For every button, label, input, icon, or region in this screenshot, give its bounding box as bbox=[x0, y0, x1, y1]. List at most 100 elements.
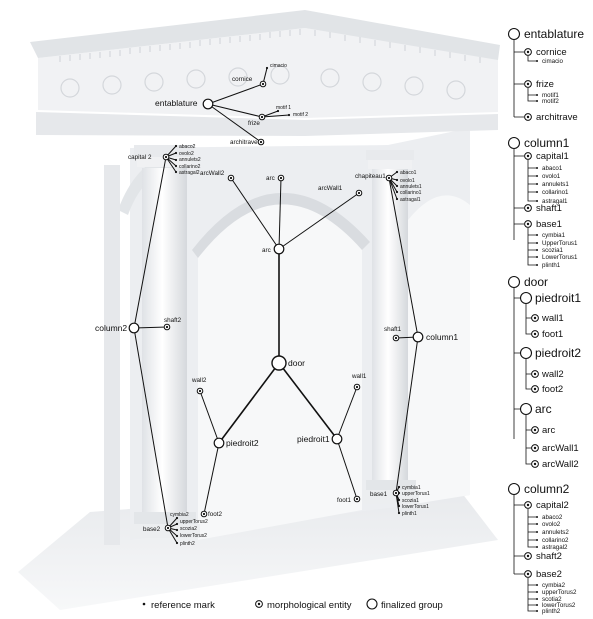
overlay-label-lowertorus1: lowerTorus1 bbox=[402, 504, 429, 510]
node-piedroit2 bbox=[213, 437, 225, 449]
overlay-label-column1: column1 bbox=[426, 332, 458, 342]
entity-nodes bbox=[162, 80, 400, 532]
tree-label-base1: base1 bbox=[536, 219, 562, 230]
node-column1 bbox=[412, 331, 424, 343]
overlay-label-architrave: architrave bbox=[230, 139, 258, 146]
column-left-torus bbox=[134, 512, 196, 524]
overlay-label-base1: base1 bbox=[370, 491, 388, 498]
tree-label-arc: arc bbox=[542, 425, 555, 436]
tree-label-ovolo2: ovolo2 bbox=[542, 521, 561, 528]
node-entablature bbox=[202, 98, 214, 110]
column-right-capital bbox=[368, 160, 412, 169]
overlay-label-shaft1: shaft1 bbox=[384, 326, 402, 333]
column-left-plinth bbox=[130, 524, 200, 538]
entity-node-centers bbox=[164, 82, 398, 530]
column-left-capital bbox=[137, 157, 191, 167]
tree-label-collarino2: collarino2 bbox=[542, 537, 569, 544]
node-column2 bbox=[128, 322, 140, 334]
overlay-label-motif1: motif 1 bbox=[276, 105, 291, 111]
reference-marks bbox=[174, 66, 401, 545]
column-right-abacus bbox=[366, 150, 414, 160]
overlay-label-arcwall1: arcWall1 bbox=[318, 185, 343, 192]
overlay-label-cymbia1: cymbia1 bbox=[402, 485, 421, 491]
arch-intrados bbox=[192, 192, 370, 258]
column-left-abacus bbox=[134, 145, 194, 157]
overlay-label-plinth2: plinth2 bbox=[180, 541, 195, 547]
tree-label-cimacio: cimacio bbox=[542, 58, 564, 65]
overlay-label-collarino1: collarino1 bbox=[400, 190, 422, 196]
tree-label-cornice: cornice bbox=[536, 47, 567, 58]
tree-label-shaft2: shaft2 bbox=[536, 551, 562, 562]
tree-label-capital1: capital1 bbox=[536, 151, 569, 162]
tree-label-shaft1: shaft1 bbox=[536, 203, 562, 214]
tree-label-base2: base2 bbox=[536, 569, 562, 580]
overlay-label-ovolo2: ovolo2 bbox=[179, 151, 194, 157]
tree-label-annulets2: annulets2 bbox=[542, 529, 569, 536]
graph-nodes bbox=[128, 66, 424, 545]
tree-label-arcwall2: arcWall2 bbox=[542, 459, 579, 470]
arch-opening-right bbox=[408, 195, 470, 505]
tree-label-capital2: capital2 bbox=[536, 500, 569, 511]
tree-label-abaco1: abaco1 bbox=[542, 165, 563, 172]
architecture-render bbox=[18, 10, 500, 610]
overlay-label-abaco1: abaco1 bbox=[400, 170, 417, 176]
overlay-label-foot1: foot1 bbox=[337, 497, 352, 504]
tree-label-motif2: motif2 bbox=[542, 98, 559, 105]
tree-label-abaco2: abaco2 bbox=[542, 514, 563, 521]
overlay-label-frize: frize bbox=[248, 120, 260, 127]
overlay-label-foot2: foot2 bbox=[208, 511, 223, 518]
overlay-label-entablature: entablature bbox=[155, 98, 198, 108]
legend-reference-mark-icon bbox=[142, 602, 146, 606]
tree-label-arc-group: arc bbox=[535, 402, 552, 416]
tree-label-uppertorus2: upperTorus2 bbox=[542, 589, 577, 596]
graph-labels: entablature cornice cimacio frize motif … bbox=[95, 63, 458, 547]
overlay-label-capital2: capital 2 bbox=[128, 154, 152, 161]
overlay-label-annulets1: annulets1 bbox=[400, 184, 422, 190]
tree-label-column2: column2 bbox=[524, 482, 570, 496]
overlay-label-plinth1: plinth1 bbox=[402, 511, 417, 517]
entablature-block bbox=[38, 28, 498, 118]
frieze-motifs bbox=[60, 65, 466, 100]
overlay-label-shaft2: shaft2 bbox=[164, 317, 182, 324]
column-right-plinth bbox=[363, 490, 419, 504]
tree-label-scotia2: scotia2 bbox=[542, 596, 562, 603]
overlay-label-cornice: cornice bbox=[232, 76, 253, 83]
overlay-label-motif2: motif 2 bbox=[293, 112, 308, 118]
tree-label-plinth1: plinth1 bbox=[542, 262, 561, 269]
tree-label-wall2: wall2 bbox=[541, 369, 564, 380]
overlay-label-base2: base2 bbox=[143, 526, 161, 533]
overlay-label-scozia2: scozia2 bbox=[180, 526, 197, 532]
overlay-label-chapiteau1: chapiteau1 bbox=[355, 173, 386, 180]
legend-reference-mark-label: reference mark bbox=[151, 600, 215, 611]
overlay-label-astragal2: astragal2 bbox=[179, 170, 200, 176]
overlay-label-door: door bbox=[288, 358, 305, 368]
legend-group-icon bbox=[366, 598, 378, 610]
overlay-label-annulets2: annulets2 bbox=[179, 157, 201, 163]
tree-label-arcwall1: arcWall1 bbox=[542, 443, 579, 454]
overlay-label-wall1: wall1 bbox=[351, 373, 367, 380]
overlay-label-lowertorus2: lowerTorus2 bbox=[180, 533, 207, 539]
tree-node-column1 bbox=[507, 136, 521, 150]
node-arc bbox=[273, 243, 285, 255]
tree-label-column1: column1 bbox=[524, 136, 570, 150]
graph-edges bbox=[133, 67, 419, 544]
left-pilaster bbox=[104, 165, 120, 545]
tree-label-annulets1: annulets1 bbox=[542, 181, 569, 188]
legend-entity-label: morphological entity bbox=[267, 600, 352, 611]
tree-lines bbox=[513, 39, 536, 612]
overlay-label-arc-mid: arc bbox=[262, 247, 271, 254]
tree-label-foot2: foot2 bbox=[542, 384, 563, 395]
tree-label-uppertorus1: UpperTorus1 bbox=[542, 240, 578, 247]
tree-label-door: door bbox=[524, 275, 548, 289]
tree-node-entablature bbox=[507, 27, 521, 41]
overlay-label-uppertorus1: upperTorus1 bbox=[402, 491, 430, 497]
column-left-shaft bbox=[142, 168, 187, 523]
legend-group-label: finalized group bbox=[381, 600, 443, 611]
tree-node-column2 bbox=[507, 482, 521, 496]
tree-label-motif1: motif1 bbox=[542, 92, 559, 99]
overlay-label-astragal1: astragal1 bbox=[400, 197, 421, 203]
overlay-label-piedroit1: piedroit1 bbox=[297, 434, 330, 444]
node-door bbox=[271, 355, 287, 371]
tree-label-ovolo1: ovolo1 bbox=[542, 173, 561, 180]
tree-label-foot1: foot1 bbox=[542, 329, 563, 340]
